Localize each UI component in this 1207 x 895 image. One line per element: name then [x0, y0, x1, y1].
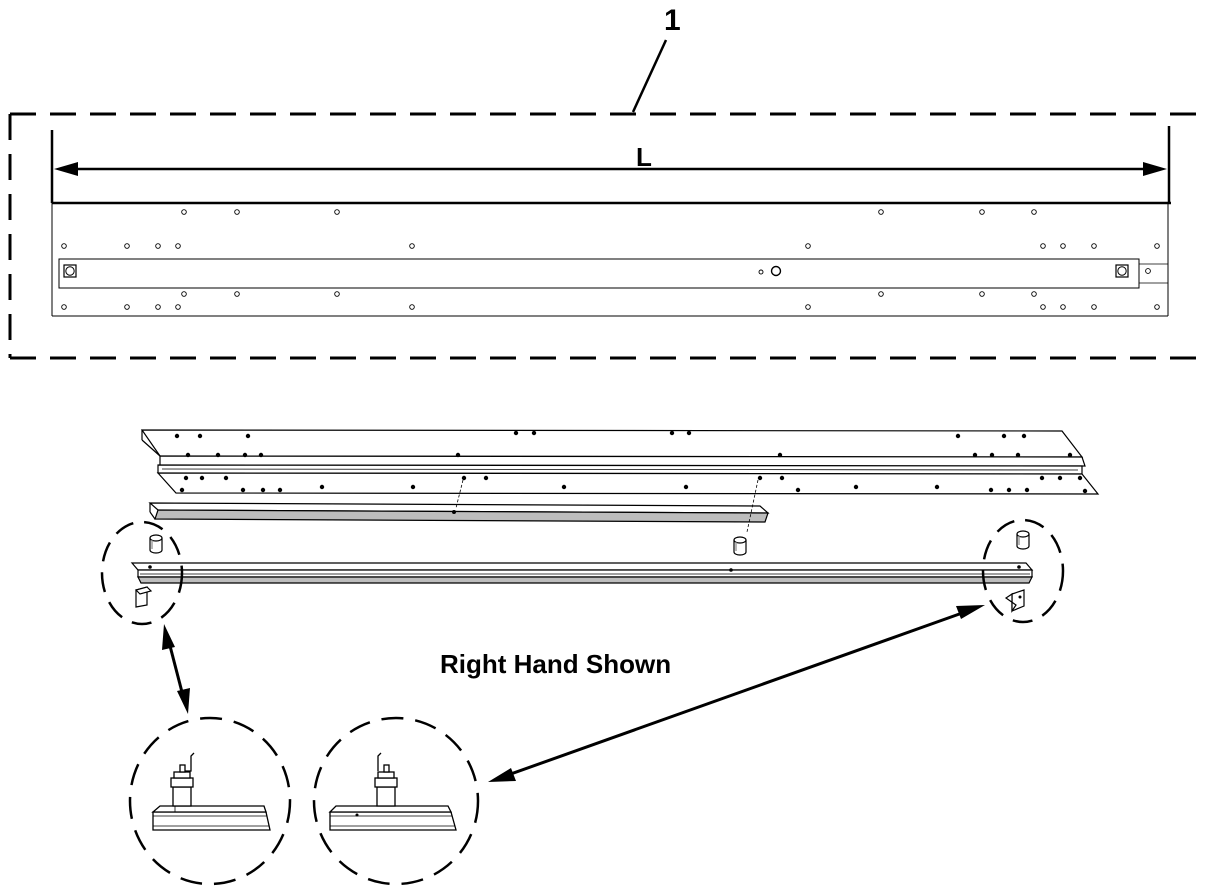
lower-rail-holes — [148, 565, 1021, 572]
callout-enclosure — [8, 112, 1207, 360]
upper-rail-holes — [174, 430, 1088, 494]
right-angle-bracket — [1004, 589, 1025, 613]
detail-arrow-left — [162, 624, 190, 714]
rail-holes — [61, 209, 1160, 310]
view-caption: Right Hand Shown — [440, 649, 672, 679]
detail-circle-left — [100, 520, 184, 626]
lower-rail-exploded — [130, 562, 1034, 584]
dimension-arrow-right — [1143, 162, 1167, 176]
alignment-line-right — [746, 479, 759, 533]
detail-view-left — [128, 716, 292, 886]
center-roller — [733, 536, 747, 556]
left-roller — [149, 534, 163, 554]
detail-arrow-right — [488, 605, 985, 782]
upper-rail-exploded — [140, 429, 1100, 495]
rail-top-view — [51, 201, 1171, 317]
dimension-label: L — [636, 142, 652, 172]
detail-view-right-parts — [328, 752, 457, 831]
callout-number: 1 — [664, 4, 681, 37]
right-roller — [1016, 530, 1030, 550]
left-angle-bracket — [134, 586, 153, 608]
detail-view-left-parts — [151, 752, 271, 831]
detail-view-right — [312, 716, 480, 886]
middle-strip-exploded — [148, 502, 770, 523]
dimension-arrow-left — [54, 162, 78, 176]
middle-strip-hole — [452, 510, 456, 514]
detail-circle-right — [981, 518, 1065, 624]
callout-leader — [631, 39, 668, 113]
